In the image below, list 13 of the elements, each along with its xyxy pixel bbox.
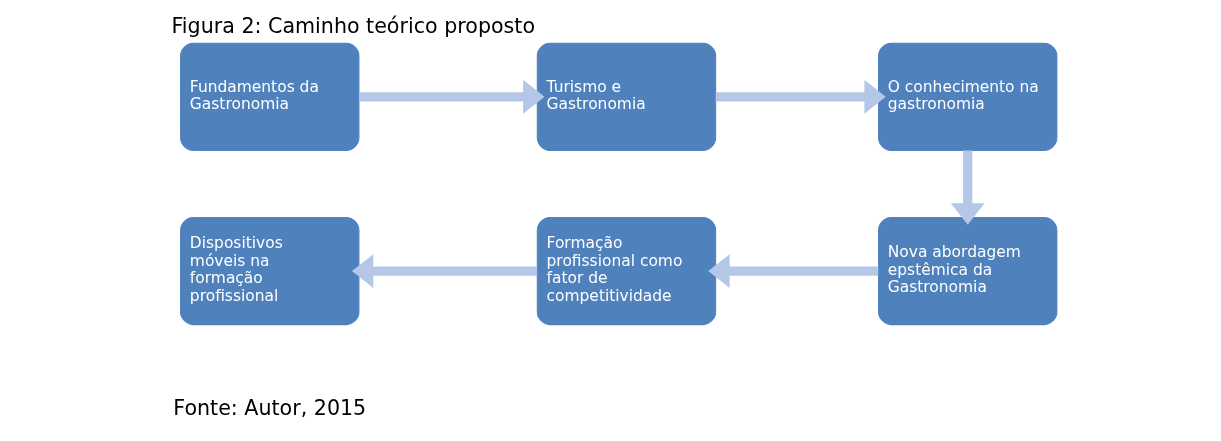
diagram-title: Figura 2: Caminho teórico proposto <box>171 13 535 38</box>
arrow <box>707 254 878 288</box>
arrow <box>351 254 537 288</box>
node-box: O conhecimento na gastronomia <box>877 42 1057 151</box>
arrow <box>358 79 545 114</box>
node-box: Dispositivos móveis na formação profissional <box>179 216 359 326</box>
caption: Fonte: Autor, 2015 <box>172 396 366 421</box>
arrow <box>950 150 985 225</box>
node-box: Formação profissional como fator de competitividade <box>536 216 716 326</box>
node-box: Nova abordagem epstêmica da Gastronomia <box>877 216 1057 326</box>
arrow <box>715 79 886 114</box>
node-box: Turismo e Gastronomia <box>536 42 716 151</box>
node-box: Fundamentos da Gastronomia <box>179 42 359 151</box>
